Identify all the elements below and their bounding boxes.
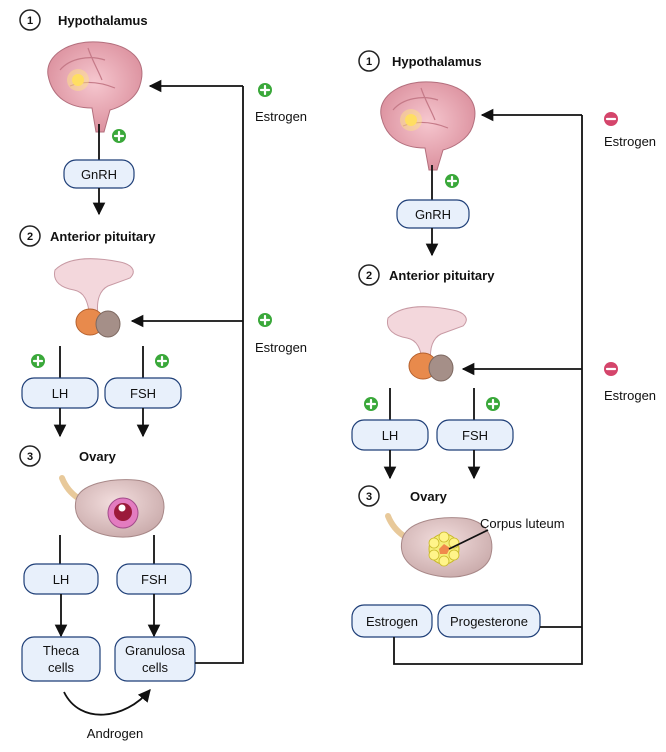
left-plus-sign-lh <box>31 354 45 368</box>
left-pituitary-illustration <box>53 258 134 338</box>
right-step-2-number: 2 <box>366 270 372 282</box>
right-fsh-box: FSH <box>436 419 514 451</box>
right-estrogen-label: Estrogen <box>366 614 418 629</box>
right-plus-sign-gnrh <box>445 174 459 188</box>
right-feedback-estrogen-label-2: Estrogen <box>604 388 656 403</box>
right-panel: 1 Hypothalamus GnRH 2 Anterior pituitary <box>351 50 656 665</box>
theca-cells-box: Theca cells <box>21 636 101 682</box>
corpus-luteum <box>428 531 460 567</box>
left-step-2-number: 2 <box>27 231 33 243</box>
granulosa-label-line-2: cells <box>142 660 169 675</box>
right-progesterone-label: Progesterone <box>450 614 528 629</box>
left-feedback-plus-1 <box>258 83 272 97</box>
left-plus-sign-gnrh <box>112 129 126 143</box>
right-hypothalamus-title: Hypothalamus <box>392 54 482 69</box>
androgen-arrow <box>63 689 151 716</box>
left-fsh-label: FSH <box>130 386 156 401</box>
right-estrogen-box: Estrogen <box>351 604 433 638</box>
left-fsh-box: FSH <box>104 377 182 409</box>
right-fsh-label: FSH <box>462 428 488 443</box>
left-gnrh-label: GnRH <box>81 167 117 182</box>
left-step-3-number: 3 <box>27 451 33 463</box>
theca-label-line-2: cells <box>48 660 75 675</box>
right-step-1-header: 1 Hypothalamus <box>358 50 482 72</box>
right-step-1-number: 1 <box>366 56 372 68</box>
left-step-2-header: 2 Anterior pituitary <box>19 225 156 247</box>
left-ovary-title: Ovary <box>79 449 117 464</box>
left-step-1-header: 1 Hypothalamus <box>19 9 148 31</box>
left-ovary-fsh-box: FSH <box>116 563 192 595</box>
left-feedback-estrogen-label-2: Estrogen <box>255 340 307 355</box>
left-brain-illustration <box>47 41 143 133</box>
left-hypothalamus-title: Hypothalamus <box>58 13 148 28</box>
right-step-3-number: 3 <box>366 491 372 503</box>
right-step-2-header: 2 Anterior pituitary <box>358 264 495 286</box>
left-lh-box: LH <box>21 377 99 409</box>
androgen-label: Androgen <box>87 726 143 741</box>
right-plus-sign-lh <box>364 397 378 411</box>
right-pituitary-title: Anterior pituitary <box>389 268 495 283</box>
left-feedback-plus-2 <box>258 313 272 327</box>
right-lh-label: LH <box>382 428 399 443</box>
right-lh-box: LH <box>351 419 429 451</box>
left-ovary-lh-box: LH <box>23 563 99 595</box>
right-feedback-minus-2 <box>604 362 618 376</box>
left-step-1-number: 1 <box>27 15 33 27</box>
granulosa-label-line-1: Granulosa <box>125 643 186 658</box>
left-plus-sign-fsh <box>155 354 169 368</box>
corpus-luteum-label: Corpus luteum <box>480 516 565 531</box>
left-ovary-lh-label: LH <box>53 572 70 587</box>
right-brain-illustration <box>380 81 476 171</box>
left-panel: 1 Hypothalamus GnRH 2 Anterior pituitary <box>19 9 307 741</box>
granulosa-cells-box: Granulosa cells <box>114 636 196 682</box>
theca-label-line-1: Theca <box>43 643 80 658</box>
right-plus-sign-fsh <box>486 397 500 411</box>
right-step-3-header: 3 Ovary <box>358 485 448 507</box>
left-gnrh-box: GnRH <box>63 159 135 189</box>
right-gnrh-box: GnRH <box>396 199 470 229</box>
left-ovary-illustration <box>59 475 165 538</box>
right-gnrh-label: GnRH <box>415 207 451 222</box>
right-feedback-estrogen-line <box>393 115 583 665</box>
left-lh-label: LH <box>52 386 69 401</box>
left-feedback-estrogen-label-1: Estrogen <box>255 109 307 124</box>
right-ovary-illustration <box>385 513 493 578</box>
right-ovary-title: Ovary <box>410 489 448 504</box>
left-feedback-vertical-line <box>195 86 244 664</box>
corpus-luteum-pointer <box>448 529 489 550</box>
right-progesterone-box: Progesterone <box>437 604 541 638</box>
right-pituitary-illustration <box>386 306 467 382</box>
right-feedback-estrogen-label-1: Estrogen <box>604 134 656 149</box>
right-feedback-minus-1 <box>604 112 618 126</box>
left-step-3-header: 3 Ovary <box>19 445 117 467</box>
left-ovary-fsh-label: FSH <box>141 572 167 587</box>
left-pituitary-title: Anterior pituitary <box>50 229 156 244</box>
